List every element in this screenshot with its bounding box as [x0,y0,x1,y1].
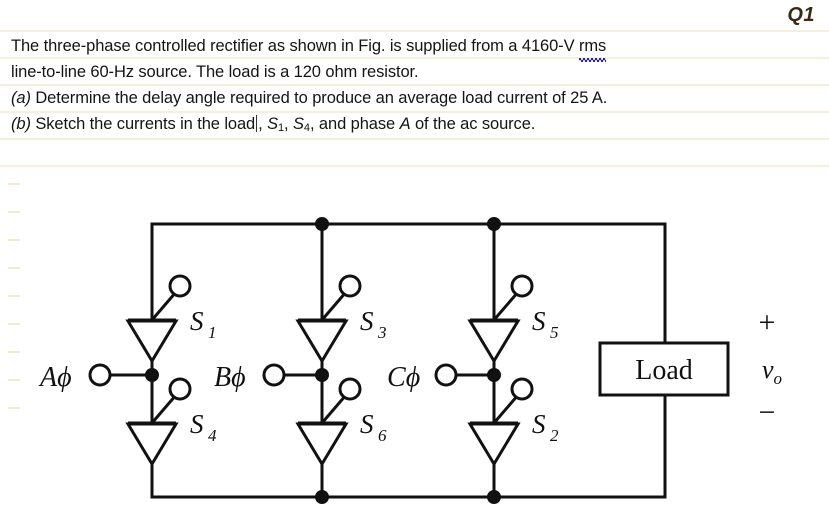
thyristor-s3-label-sub: 3 [377,323,387,342]
margin-tick [8,379,20,381]
phase-a-terminal-icon [88,363,112,387]
part-b-text-1: Sketch the currents in the load [30,115,256,133]
junction-dot-bottom-c [487,490,501,504]
rule-line-5 [0,138,829,140]
question-number-label: Q1 [787,4,815,26]
output-minus-sign: − [759,396,776,429]
thyristor-s5-label-sub: 5 [550,323,559,342]
phase-b-letter: B [214,362,231,393]
thyristor-s2-triangle [467,422,521,467]
thyristor-s3-gate-lead [320,291,348,321]
thyristor-s1-label: S [190,306,204,336]
junction-dot-top-c [487,217,501,231]
phase-a-label: Aϕ [38,362,72,393]
thyristor-s5-gate-lead [492,291,520,321]
thyristor-s1-label-sub: 1 [208,323,217,342]
thyristor-s5-triangle [467,319,521,364]
part-b-s1-letter: S [267,115,279,133]
margin-tick [8,323,20,325]
rule-line-6 [0,165,829,167]
thyristor-s4-gate-lead [150,394,178,424]
thyristor-s5-label: S [532,306,546,336]
part-b-s4-letter: S [293,115,304,133]
phase-b-label: Bϕ [214,362,246,393]
part-b-s1-subscript: 1 [278,121,285,134]
part-a-text: Determine the delay angle required to pr… [30,89,608,107]
output-plus-sign: + [759,306,776,339]
thyristor-s2-label-sub: 2 [550,426,559,445]
problem-statement: The three-phase controlled rectifier as … [11,33,821,141]
thyristor-s1-gate-terminal-icon [168,274,192,298]
phase-b-terminal-icon [262,363,286,387]
output-voltage-letter: v [762,355,774,384]
part-b-text-4: of the ac source. [410,115,536,133]
output-voltage-label: vo [762,355,782,388]
spellcheck-squiggle-icon [578,58,607,62]
rule-line-3 [0,84,829,86]
load-box [598,341,730,397]
margin-tick [8,183,20,185]
text-cursor-caret [256,115,258,132]
load-box-label: Load [635,355,693,386]
phase-c-terminal-icon [434,363,458,387]
rule-line-4 [0,111,829,113]
thyristor-s3-gate-terminal-icon [338,274,362,298]
thyristor-s6-label: S [360,409,374,439]
part-b-phase-letter: A [399,115,411,133]
part-b-marker: (b) [11,115,31,133]
phase-a-letter: A [38,362,58,393]
part-b-text-3: , and phase [309,115,400,133]
part-a-marker: (a) [11,89,31,107]
rule-line-top [0,30,829,32]
phase-c-symbol: ϕ [406,362,421,393]
phase-a-symbol: ϕ [57,362,72,393]
thyristor-s3-triangle [295,319,349,364]
problem-part-a: (a) Determine the delay angle required t… [11,85,821,111]
thyristor-s3-label: S [360,306,374,336]
junction-dot-bottom-b [315,490,329,504]
phase-c-label: Cϕ [387,362,420,393]
rule-line-2 [0,57,829,59]
margin-tick [8,211,20,213]
thyristor-s4-label: S [190,409,204,439]
thyristor-s2-gate-lead [492,394,520,424]
margin-tick [8,267,20,269]
thyristor-s6-label-sub: 6 [378,426,387,445]
thyristor-s2-label: S [532,409,546,439]
thyristor-s4-triangle [125,422,179,467]
margin-tick [8,351,20,353]
thyristor-s2-gate-terminal-icon [510,377,534,401]
margin-tick [8,239,20,241]
output-voltage-sub: o [774,369,783,388]
thyristor-s1-gate-lead [150,291,178,321]
thyristor-s6-gate-terminal-icon [338,377,362,401]
thyristor-s6-gate-lead [320,394,348,424]
circuit-diagram: S 1 Aϕ S 4 S 3 Bϕ S 6 S 5 Cϕ S 2 Load + … [0,150,829,530]
phase-b-symbol: ϕ [231,362,246,393]
margin-tick [8,295,20,297]
part-b-sep-0: , [258,115,268,133]
problem-part-b: (b) Sketch the currents in the load, S1,… [11,111,821,141]
thyristor-s6-triangle [295,422,349,467]
thyristor-s4-label-sub: 4 [208,426,217,445]
misspelled-word-text: rms [578,37,607,55]
phase-c-letter: C [387,362,406,393]
part-b-sep-1: , [284,115,294,133]
part-b-s4-subscript: 4 [303,121,310,134]
problem-line-2: line-to-line 60-Hz source. The load is a… [11,63,419,81]
problem-line-1-text: The three-phase controlled rectifier as … [11,37,579,55]
thyristor-s5-gate-terminal-icon [510,274,534,298]
thyristor-s4-gate-terminal-icon [168,377,192,401]
misspelled-word-rms: rms [578,33,607,62]
problem-line-1: The three-phase controlled rectifier as … [11,33,821,62]
margin-tick [8,407,20,409]
junction-dot-top-b [315,217,329,231]
thyristor-s1-triangle [125,319,179,364]
